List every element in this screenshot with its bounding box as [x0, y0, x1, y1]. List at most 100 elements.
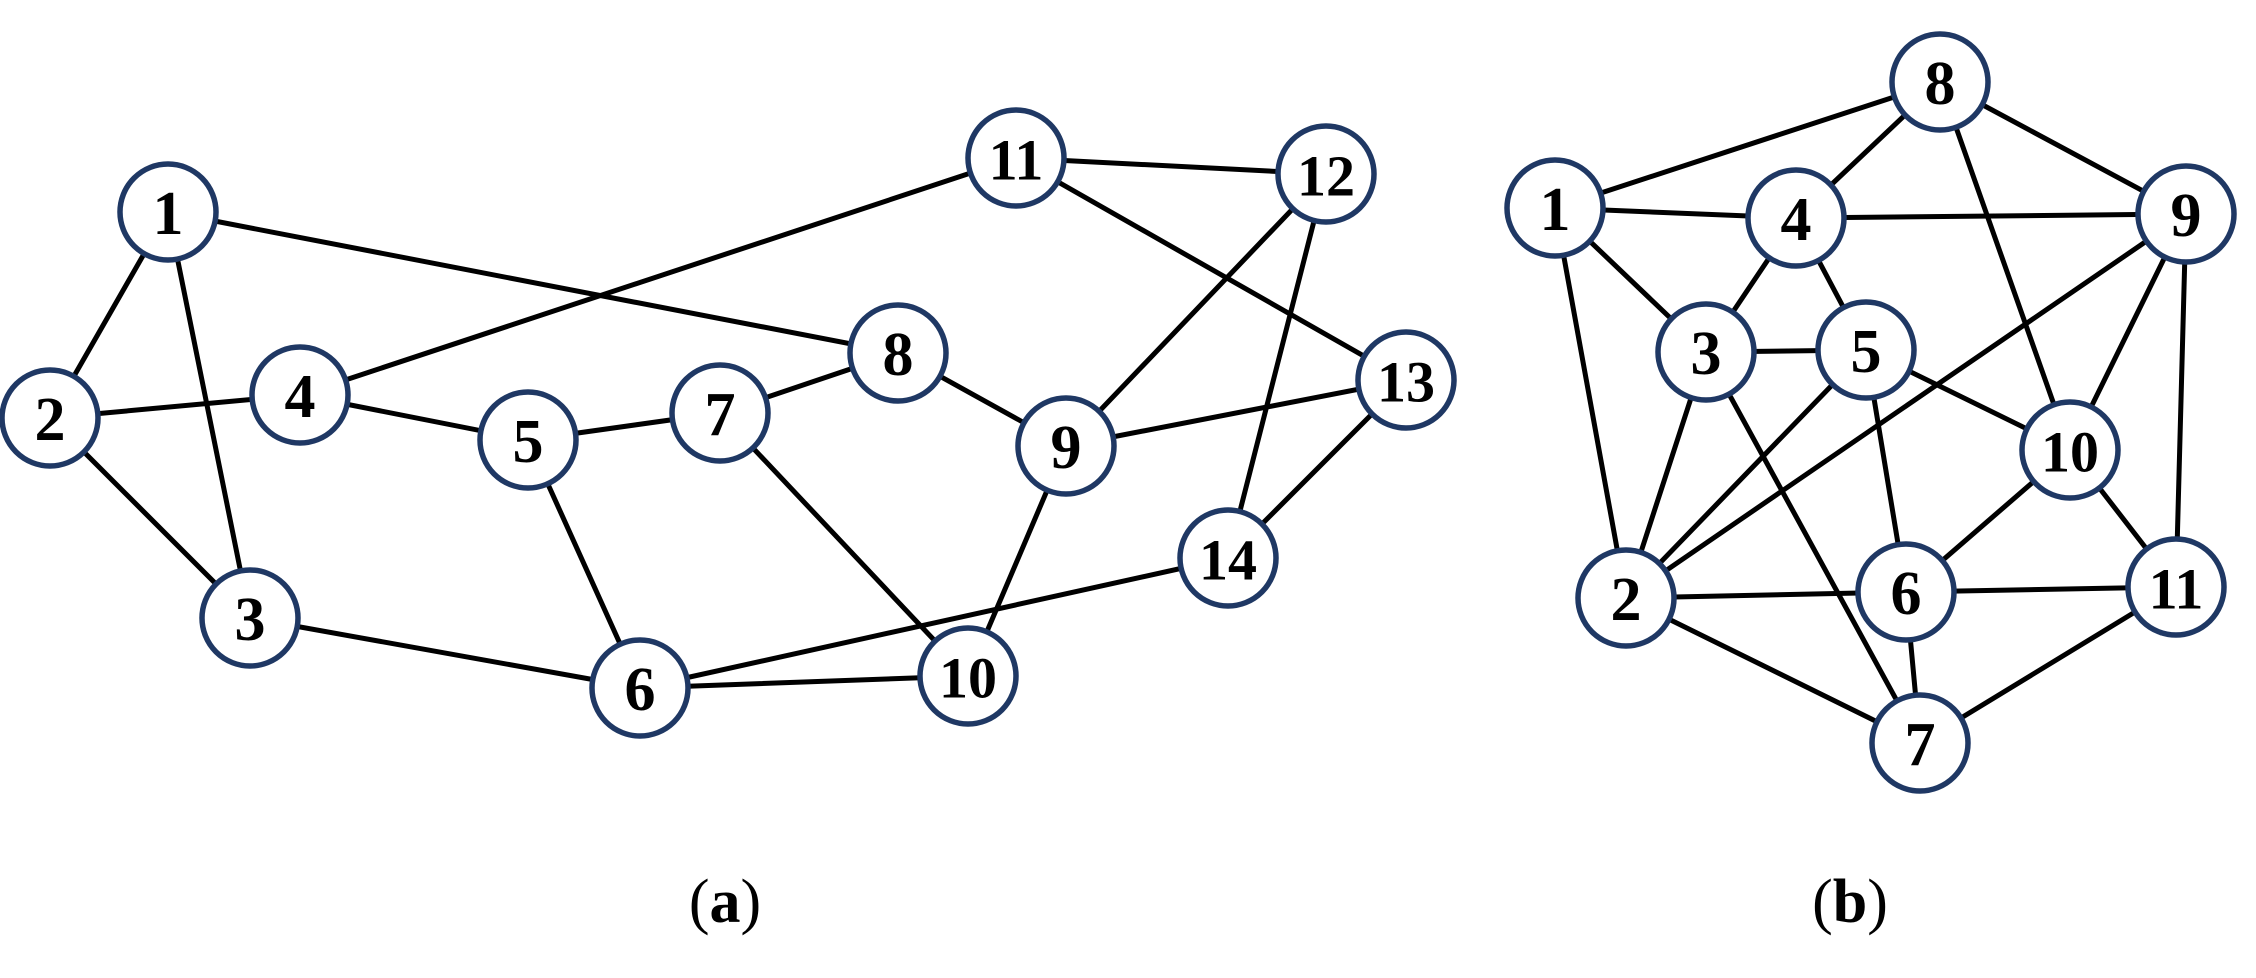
graph-b-node-circle-2 [1575, 547, 1677, 649]
graph-b-node-label-9: 9 [2171, 182, 2202, 250]
graph-b-node-10: 10 [2019, 399, 2121, 501]
caption-a-close: ) [741, 868, 762, 936]
graph-b-node-circle-7 [1869, 692, 1971, 794]
graph-a-node-14: 14 [1177, 507, 1279, 609]
graph-b-node-circle-10 [2019, 399, 2121, 501]
caption-b: (b) [1812, 868, 1888, 936]
graph-a-edge-7-10 [717, 410, 971, 679]
graph-a-node-label-1: 1 [153, 180, 184, 248]
graph-b-node-11: 11 [2125, 536, 2227, 638]
graph-a-node-circle-3 [199, 567, 301, 669]
graph-a-node-13: 13 [1355, 329, 1457, 431]
graph-b-node-circle-8 [1889, 31, 1991, 133]
graph-a-node-2: 2 [0, 367, 101, 469]
graph-a-node-6: 6 [589, 637, 691, 739]
graph-b-edge-9-11 [2173, 211, 2189, 590]
graph-a-node-circle-9 [1015, 395, 1117, 497]
graph-b: 1 2 345 6 7 8 9 10 11 [1504, 31, 2237, 794]
graph-b-node-7: 7 [1869, 692, 1971, 794]
graph-b-node-circle-3 [1655, 301, 1757, 403]
graph-a-node-circle-8 [847, 302, 949, 404]
graph-b-edge-5-2 [1623, 347, 1869, 601]
graph-b-node-label-3: 3 [1691, 320, 1722, 388]
graph-a-node-label-9: 9 [1051, 414, 1082, 482]
graph-b-node-label-10: 10 [2041, 420, 2099, 485]
graph-a-node-label-12: 12 [1297, 144, 1355, 209]
graph-b-node-9: 9 [2135, 163, 2237, 265]
graph-a-node-label-4: 4 [285, 363, 316, 431]
graph-a-edge-3-6 [247, 615, 643, 691]
graph-a-node-label-5: 5 [513, 408, 544, 476]
caption-a-open: ( [689, 868, 710, 936]
graph-a-node-11: 11 [965, 107, 1067, 209]
graph-b-edge-8-10 [1937, 79, 2073, 453]
caption-a: (a) [689, 868, 761, 936]
graph-a-node-label-14: 14 [1199, 528, 1257, 593]
graph-a-node-label-13: 13 [1377, 350, 1435, 415]
graph-a-node-label-11: 11 [989, 128, 1044, 193]
graph-b-edge-1-2 [1552, 205, 1629, 601]
graph-a-edge-1-3 [165, 209, 253, 621]
graph-b-node-3: 3 [1655, 301, 1757, 403]
graph-b-node-label-11: 11 [2149, 557, 2204, 622]
graph-b-node-4: 4 [1745, 167, 1847, 269]
graph-b-node-circle-6 [1855, 541, 1957, 643]
graph-b-node-circle-11 [2125, 536, 2227, 638]
graph-a-node-circle-13 [1355, 329, 1457, 431]
graph-a-node-5: 5 [477, 389, 579, 491]
graph-a-node-circle-2 [0, 367, 101, 469]
graph-a-node-circle-10 [917, 625, 1019, 727]
graph-b-node-2: 2 [1575, 547, 1677, 649]
graph-a-node-circle-7 [669, 362, 771, 464]
graph-b-edge-3-7 [1703, 349, 1923, 746]
graph-b-node-6: 6 [1855, 541, 1957, 643]
graph-b-node-8: 8 [1889, 31, 1991, 133]
caption-b-open: ( [1812, 868, 1833, 936]
graph-b-node-circle-1 [1504, 157, 1606, 259]
graph-a-node-circle-11 [965, 107, 1067, 209]
graph-a-node-label-2: 2 [35, 386, 66, 454]
graph-b-node-label-4: 4 [1781, 186, 1812, 254]
graph-a-edge-6-14 [637, 555, 1231, 691]
graph-a-node-8: 8 [847, 302, 949, 404]
caption-b-letter: b [1833, 868, 1867, 936]
graph-b-node-label-8: 8 [1925, 50, 1956, 118]
graph-a-node-label-7: 7 [705, 381, 736, 449]
graph-a-node-circle-6 [589, 637, 691, 739]
graph-a-edge-9-13 [1063, 377, 1409, 449]
graph-a-node-10: 10 [917, 625, 1019, 727]
graph-a-node-9: 9 [1015, 395, 1117, 497]
graph-b-edge-9-2 [1623, 211, 2189, 601]
graph-a-edge-11-12 [1013, 155, 1329, 177]
graph-a-node-circle-14 [1177, 507, 1279, 609]
caption-b-close: ) [1867, 868, 1888, 936]
graph-a-node-circle-5 [477, 389, 579, 491]
graph-a-node-4: 4 [249, 344, 351, 446]
graph-b-node-label-5: 5 [1851, 318, 1882, 386]
graph-a-node-3: 3 [199, 567, 301, 669]
graph-a-edge-1-8 [165, 209, 901, 356]
graph-a-node-1: 1 [117, 161, 219, 263]
graph-b-node-label-2: 2 [1611, 566, 1642, 634]
graph-b-edge-1-8 [1552, 79, 1943, 211]
graph-a-node-label-10: 10 [939, 646, 997, 711]
graph-b-node-5: 5 [1815, 299, 1917, 401]
graph-a-edge-9-12 [1063, 171, 1329, 449]
graph-a-node-label-3: 3 [235, 586, 266, 654]
graph-b-edge-4-9 [1793, 211, 2189, 221]
graph-b-node-1: 1 [1504, 157, 1606, 259]
graph-a-node-7: 7 [669, 362, 771, 464]
graph-a-edge-12-14 [1225, 171, 1329, 561]
graph-b-node-label-7: 7 [1905, 711, 1936, 779]
graph-a-edge-4-11 [297, 155, 1019, 398]
graph-b-nodes: 1 2 345 6 7 8 9 10 11 [1504, 31, 2237, 794]
graph-b-node-circle-5 [1815, 299, 1917, 401]
graph-b-node-label-6: 6 [1891, 560, 1922, 628]
graph-b-edge-2-7 [1623, 595, 1923, 746]
caption-a-letter: a [710, 868, 741, 936]
graph-a-node-circle-1 [117, 161, 219, 263]
graph-a-node-circle-12 [1275, 123, 1377, 225]
